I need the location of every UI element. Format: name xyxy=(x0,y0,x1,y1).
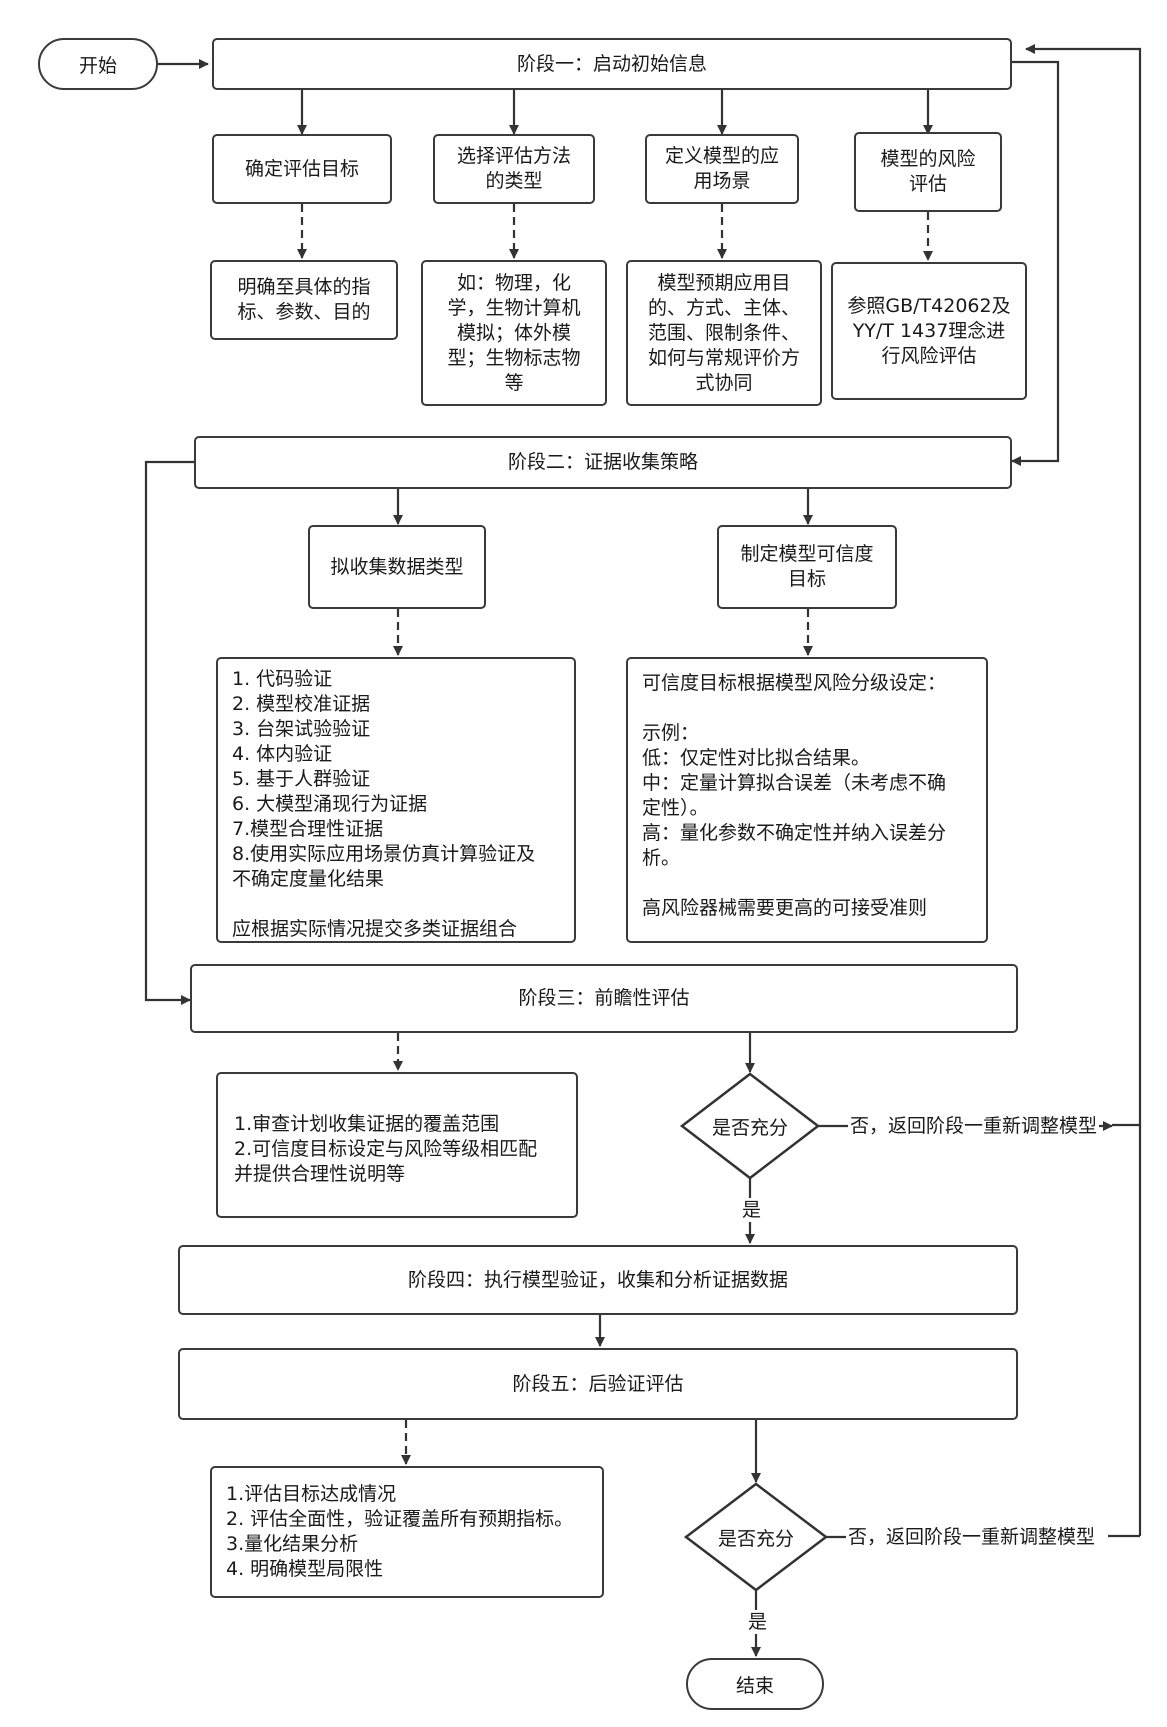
stage1-scenario-detail: 模型预期应用目 的、方式、主体、 范围、限制条件、 如何与常规评价方 式协同 xyxy=(626,260,822,406)
stage3-detail: 1.审查计划收集证据的覆盖范围 2.可信度目标设定与风险等级相匹配 并提供合理性… xyxy=(216,1072,578,1218)
stage2-box: 阶段二：证据收集策略 xyxy=(194,436,1012,489)
stage1-scenario-box: 定义模型的应 用场景 xyxy=(645,134,799,204)
start-node: 开始 xyxy=(38,38,158,90)
stage2-evidence-list: 1. 代码验证 2. 模型校准证据 3. 台架试验验证 4. 体内验证 5. 基… xyxy=(216,657,576,943)
decision1-label: 是否充分 xyxy=(711,1116,788,1139)
decision1-no-label: 否，返回阶段一重新调整模型 xyxy=(848,1114,1100,1138)
stage2-credibility-detail: 可信度目标根据模型风险分级设定： 示例： 低：仅定性对比拟合结果。 中：定量计算… xyxy=(626,657,988,943)
decision-diamond-1 xyxy=(679,1072,821,1180)
stage2-data-type-box: 拟收集数据类型 xyxy=(308,525,486,609)
stage5-detail: 1.评估目标达成情况 2. 评估全面性，验证覆盖所有预期指标。 3.量化结果分析… xyxy=(210,1466,604,1598)
stage2-credibility-box: 制定模型可信度 目标 xyxy=(717,525,897,609)
stage1-method-detail: 如：物理，化 学，生物计算机 模拟；体外模 型；生物标志物 等 xyxy=(421,260,607,406)
stage1-goal-box: 确定评估目标 xyxy=(212,134,392,204)
decision2-label: 是否充分 xyxy=(717,1527,794,1550)
stage1-risk-box: 模型的风险 评估 xyxy=(854,132,1002,212)
stage1-goal-detail: 明确至具体的指 标、参数、目的 xyxy=(210,260,398,340)
stage5-box: 阶段五：后验证评估 xyxy=(178,1348,1018,1420)
stage3-box: 阶段三：前瞻性评估 xyxy=(190,964,1018,1033)
stage1-risk-detail: 参照GB/T42062及 YY/T 1437理念进 行风险评估 xyxy=(831,262,1027,400)
decision2-no-label: 否，返回阶段一重新调整模型 xyxy=(846,1525,1098,1549)
end-node: 结束 xyxy=(686,1658,824,1710)
stage4-box: 阶段四：执行模型验证，收集和分析证据数据 xyxy=(178,1245,1018,1315)
decision-diamond-2 xyxy=(683,1482,829,1592)
decision-diamonds xyxy=(679,1072,829,1592)
stage1-method-box: 选择评估方法 的类型 xyxy=(433,134,595,204)
decision1-yes-label: 是 xyxy=(740,1198,764,1222)
decision2-yes-label: 是 xyxy=(746,1610,770,1634)
stage1-box: 阶段一：启动初始信息 xyxy=(212,38,1012,90)
